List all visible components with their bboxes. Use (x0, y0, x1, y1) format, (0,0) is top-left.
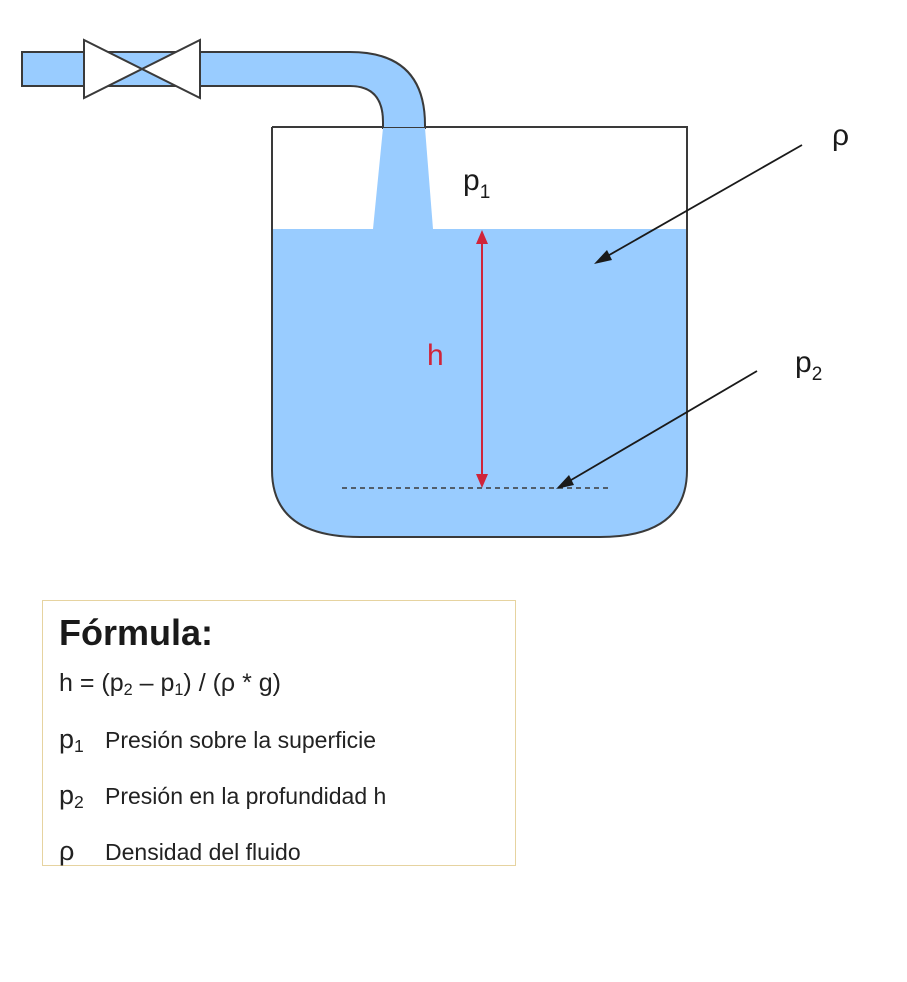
falling-stream (373, 128, 433, 229)
rho-pointer-head (594, 250, 612, 264)
legend-item-p2: p2 Presión en la profundidad h (59, 771, 499, 827)
formula-equation: h = (p2 – p1) / (ρ * g) (59, 669, 281, 699)
legend-text: Presión sobre la superficie (105, 727, 377, 753)
label-h: h (427, 339, 444, 372)
rho-pointer-arrow (603, 144, 803, 259)
label-p1: p1 (463, 164, 490, 203)
legend-text: Presión en la profundidad h (105, 783, 387, 809)
label-rho: ρ (832, 119, 849, 152)
formula-title: Fórmula: (59, 612, 214, 653)
tank-outline (271, 126, 688, 538)
tank-water (272, 229, 687, 537)
height-arrow-top-head (476, 230, 488, 244)
p2-pointer-arrow (565, 370, 758, 484)
legend-item-rho: ρ Densidad del fluido (59, 827, 499, 883)
inlet-pipe (21, 51, 426, 129)
legend-symbol: p2 (59, 780, 84, 812)
legend-item-p1: p1 Presión sobre la superficie (59, 715, 499, 771)
valve-icon (83, 38, 201, 100)
height-arrow-bottom-head (476, 474, 488, 488)
legend-symbol: p1 (59, 724, 84, 756)
p2-pointer-head (556, 475, 574, 489)
legend-symbol: ρ (59, 836, 75, 866)
legend-text: Densidad del fluido (105, 839, 301, 865)
label-p2: p2 (795, 346, 822, 385)
